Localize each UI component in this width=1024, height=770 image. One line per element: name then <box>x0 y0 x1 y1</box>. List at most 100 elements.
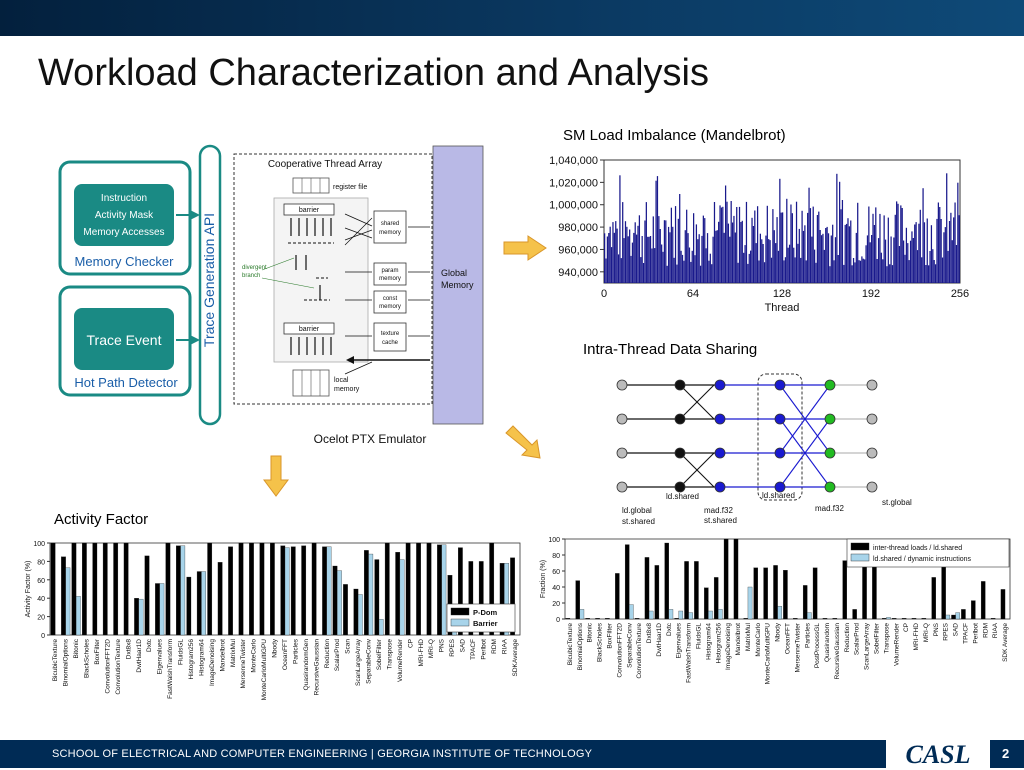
sm-bar <box>634 222 636 283</box>
y-tick-label: 100 <box>33 541 45 548</box>
sm-bar <box>751 217 753 283</box>
bar <box>165 542 171 636</box>
y-tick-label: 40 <box>37 596 45 603</box>
sm-bar <box>922 188 924 283</box>
thread-node <box>674 447 686 459</box>
sm-bar <box>957 182 959 283</box>
sm-bar <box>731 222 734 283</box>
sm-bar <box>861 256 863 283</box>
bar <box>733 538 739 620</box>
sm-bar <box>708 260 710 283</box>
sm-bar <box>832 224 834 283</box>
bar <box>723 538 729 620</box>
sm-bar <box>784 257 787 283</box>
x-tick-label: Dxtc <box>666 622 673 636</box>
y-tick-label: 1,000,000 <box>549 200 598 212</box>
sm-bar <box>743 252 745 283</box>
sm-bar <box>840 209 842 283</box>
bar <box>61 556 66 636</box>
bar <box>196 571 202 636</box>
bar <box>504 563 509 636</box>
sm-bar <box>626 226 628 283</box>
x-tick-label: 0 <box>601 288 607 300</box>
local-memory-icon <box>292 369 330 397</box>
sm-bar <box>886 266 888 283</box>
sm-bar <box>897 203 899 283</box>
sm-bar <box>921 257 923 283</box>
thread-node <box>866 447 878 459</box>
sm-bar <box>605 258 607 283</box>
sm-bar <box>699 265 702 283</box>
x-tick-label: ConvolutionFFT2D <box>616 623 623 678</box>
sm-bar <box>761 239 763 283</box>
local-memory-label-2: memory <box>334 386 360 393</box>
x-tick-label: SobelFilter <box>874 622 881 654</box>
x-tick-label: Reduction <box>844 623 851 653</box>
sm-bar <box>866 235 869 283</box>
x-tick-label: Particles <box>804 622 811 648</box>
sm-bar <box>616 228 618 283</box>
x-tick-label: DwtHaar1D <box>656 623 663 657</box>
x-tick-label: TPACF <box>963 623 970 644</box>
x-tick-label: SeparableConv <box>366 638 373 684</box>
sm-bar <box>640 257 642 283</box>
x-tick-label: BoxFilter <box>607 622 614 648</box>
sm-bar <box>908 260 910 283</box>
x-tick-label: PNS <box>933 622 940 636</box>
sm-bar <box>637 225 639 283</box>
sm-bar <box>733 215 735 283</box>
sm-bar <box>730 201 732 283</box>
sm-bar <box>652 216 654 283</box>
sm-bar <box>882 259 884 283</box>
sm-bar <box>633 232 635 283</box>
sm-bar <box>706 233 709 283</box>
thread-node <box>824 447 836 459</box>
sm-bar <box>887 217 889 283</box>
x-tick-label: FluidsGL <box>696 623 703 649</box>
sm-bar <box>918 223 920 283</box>
page-number: 2 <box>1002 746 1010 761</box>
sm-bar <box>912 238 914 283</box>
const-memory-label-2: memory <box>379 304 401 310</box>
sm-bar <box>715 230 717 283</box>
sm-bar <box>826 226 828 283</box>
x-tick-label: SAD <box>953 623 960 637</box>
legend-swatch <box>850 553 870 562</box>
y-tick-label: 1,020,000 <box>549 177 598 189</box>
bar <box>783 570 788 620</box>
sm-bar <box>958 215 960 283</box>
x-tick-label: SDKAverage <box>512 639 519 677</box>
bar <box>694 561 699 620</box>
mc-activity-mask: Activity Mask <box>95 210 154 221</box>
sm-bar <box>681 254 684 283</box>
sm-bar <box>954 202 956 283</box>
sm-bar <box>944 227 946 283</box>
sm-bar <box>747 263 749 283</box>
sm-bar <box>723 232 725 283</box>
sm-bar <box>808 187 810 283</box>
sm-bar <box>752 226 755 283</box>
sm-bar <box>779 178 781 283</box>
x-tick-label: 256 <box>951 288 969 300</box>
thread-node <box>674 379 686 391</box>
sm-bar <box>819 230 821 283</box>
bar <box>284 547 290 636</box>
sm-bar <box>889 264 891 283</box>
bar <box>368 553 374 636</box>
bar <box>842 560 847 620</box>
sm-bar <box>758 260 760 283</box>
x-tick-label: VolumeRender <box>397 638 404 682</box>
bar <box>678 610 684 620</box>
sm-bar <box>638 215 641 283</box>
sm-bar <box>787 247 789 283</box>
sm-bar <box>759 233 761 283</box>
x-tick-label: ImageDenoising <box>209 639 216 686</box>
x-tick-label: MatrixMul <box>745 622 752 651</box>
sm-bar <box>740 222 742 283</box>
bar <box>891 618 897 620</box>
bar <box>249 542 254 636</box>
bar <box>990 618 996 620</box>
bar <box>82 542 87 636</box>
bar <box>322 546 327 636</box>
